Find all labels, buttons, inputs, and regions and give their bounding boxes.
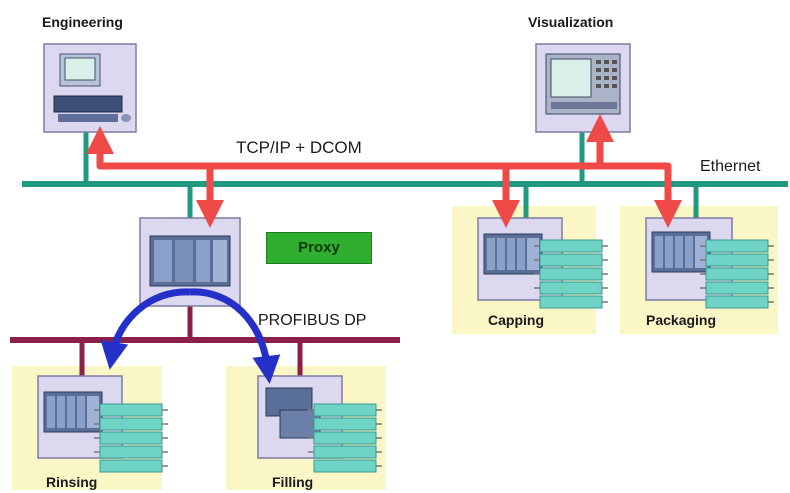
tcpip-dcom-label: TCP/IP + DCOM bbox=[236, 138, 362, 157]
plc-rack-icon bbox=[149, 235, 231, 287]
io-module-stack-icon bbox=[533, 239, 609, 309]
tcpip-dcom-arrows bbox=[86, 114, 682, 228]
visualization-label: Visualization bbox=[528, 14, 614, 30]
engineering-workstation bbox=[43, 43, 137, 133]
visualization-hmi bbox=[535, 43, 631, 133]
proxy-badge: Proxy bbox=[266, 232, 372, 264]
profibus-dp-label: PROFIBUS DP bbox=[258, 312, 367, 329]
ethernet-bus bbox=[22, 132, 788, 218]
rinsing-station bbox=[37, 375, 169, 473]
capping-label: Capping bbox=[488, 312, 544, 328]
packaging-station bbox=[645, 217, 775, 309]
io-module-stack-icon bbox=[307, 403, 383, 473]
io-module-stack-icon bbox=[93, 403, 169, 473]
plc-rack-icon bbox=[483, 233, 543, 275]
profibus-bus bbox=[10, 306, 400, 376]
rinsing-label: Rinsing bbox=[46, 474, 98, 490]
io-module-stack-icon bbox=[699, 239, 775, 309]
plc-rack-icon bbox=[43, 391, 103, 433]
proxy-controller bbox=[139, 217, 241, 307]
engineering-label: Engineering bbox=[42, 14, 123, 30]
hmi-panel-icon bbox=[545, 53, 621, 115]
pc-workstation-icon bbox=[53, 53, 131, 122]
proxy-arrows bbox=[100, 288, 281, 384]
packaging-label: Packaging bbox=[646, 312, 717, 328]
filling-station bbox=[257, 375, 383, 473]
filling-label: Filling bbox=[272, 474, 314, 490]
ethernet-label: Ethernet bbox=[700, 158, 761, 175]
capping-station bbox=[477, 217, 609, 309]
plc-rack-icon bbox=[265, 387, 321, 439]
plc-rack-icon bbox=[651, 231, 711, 273]
